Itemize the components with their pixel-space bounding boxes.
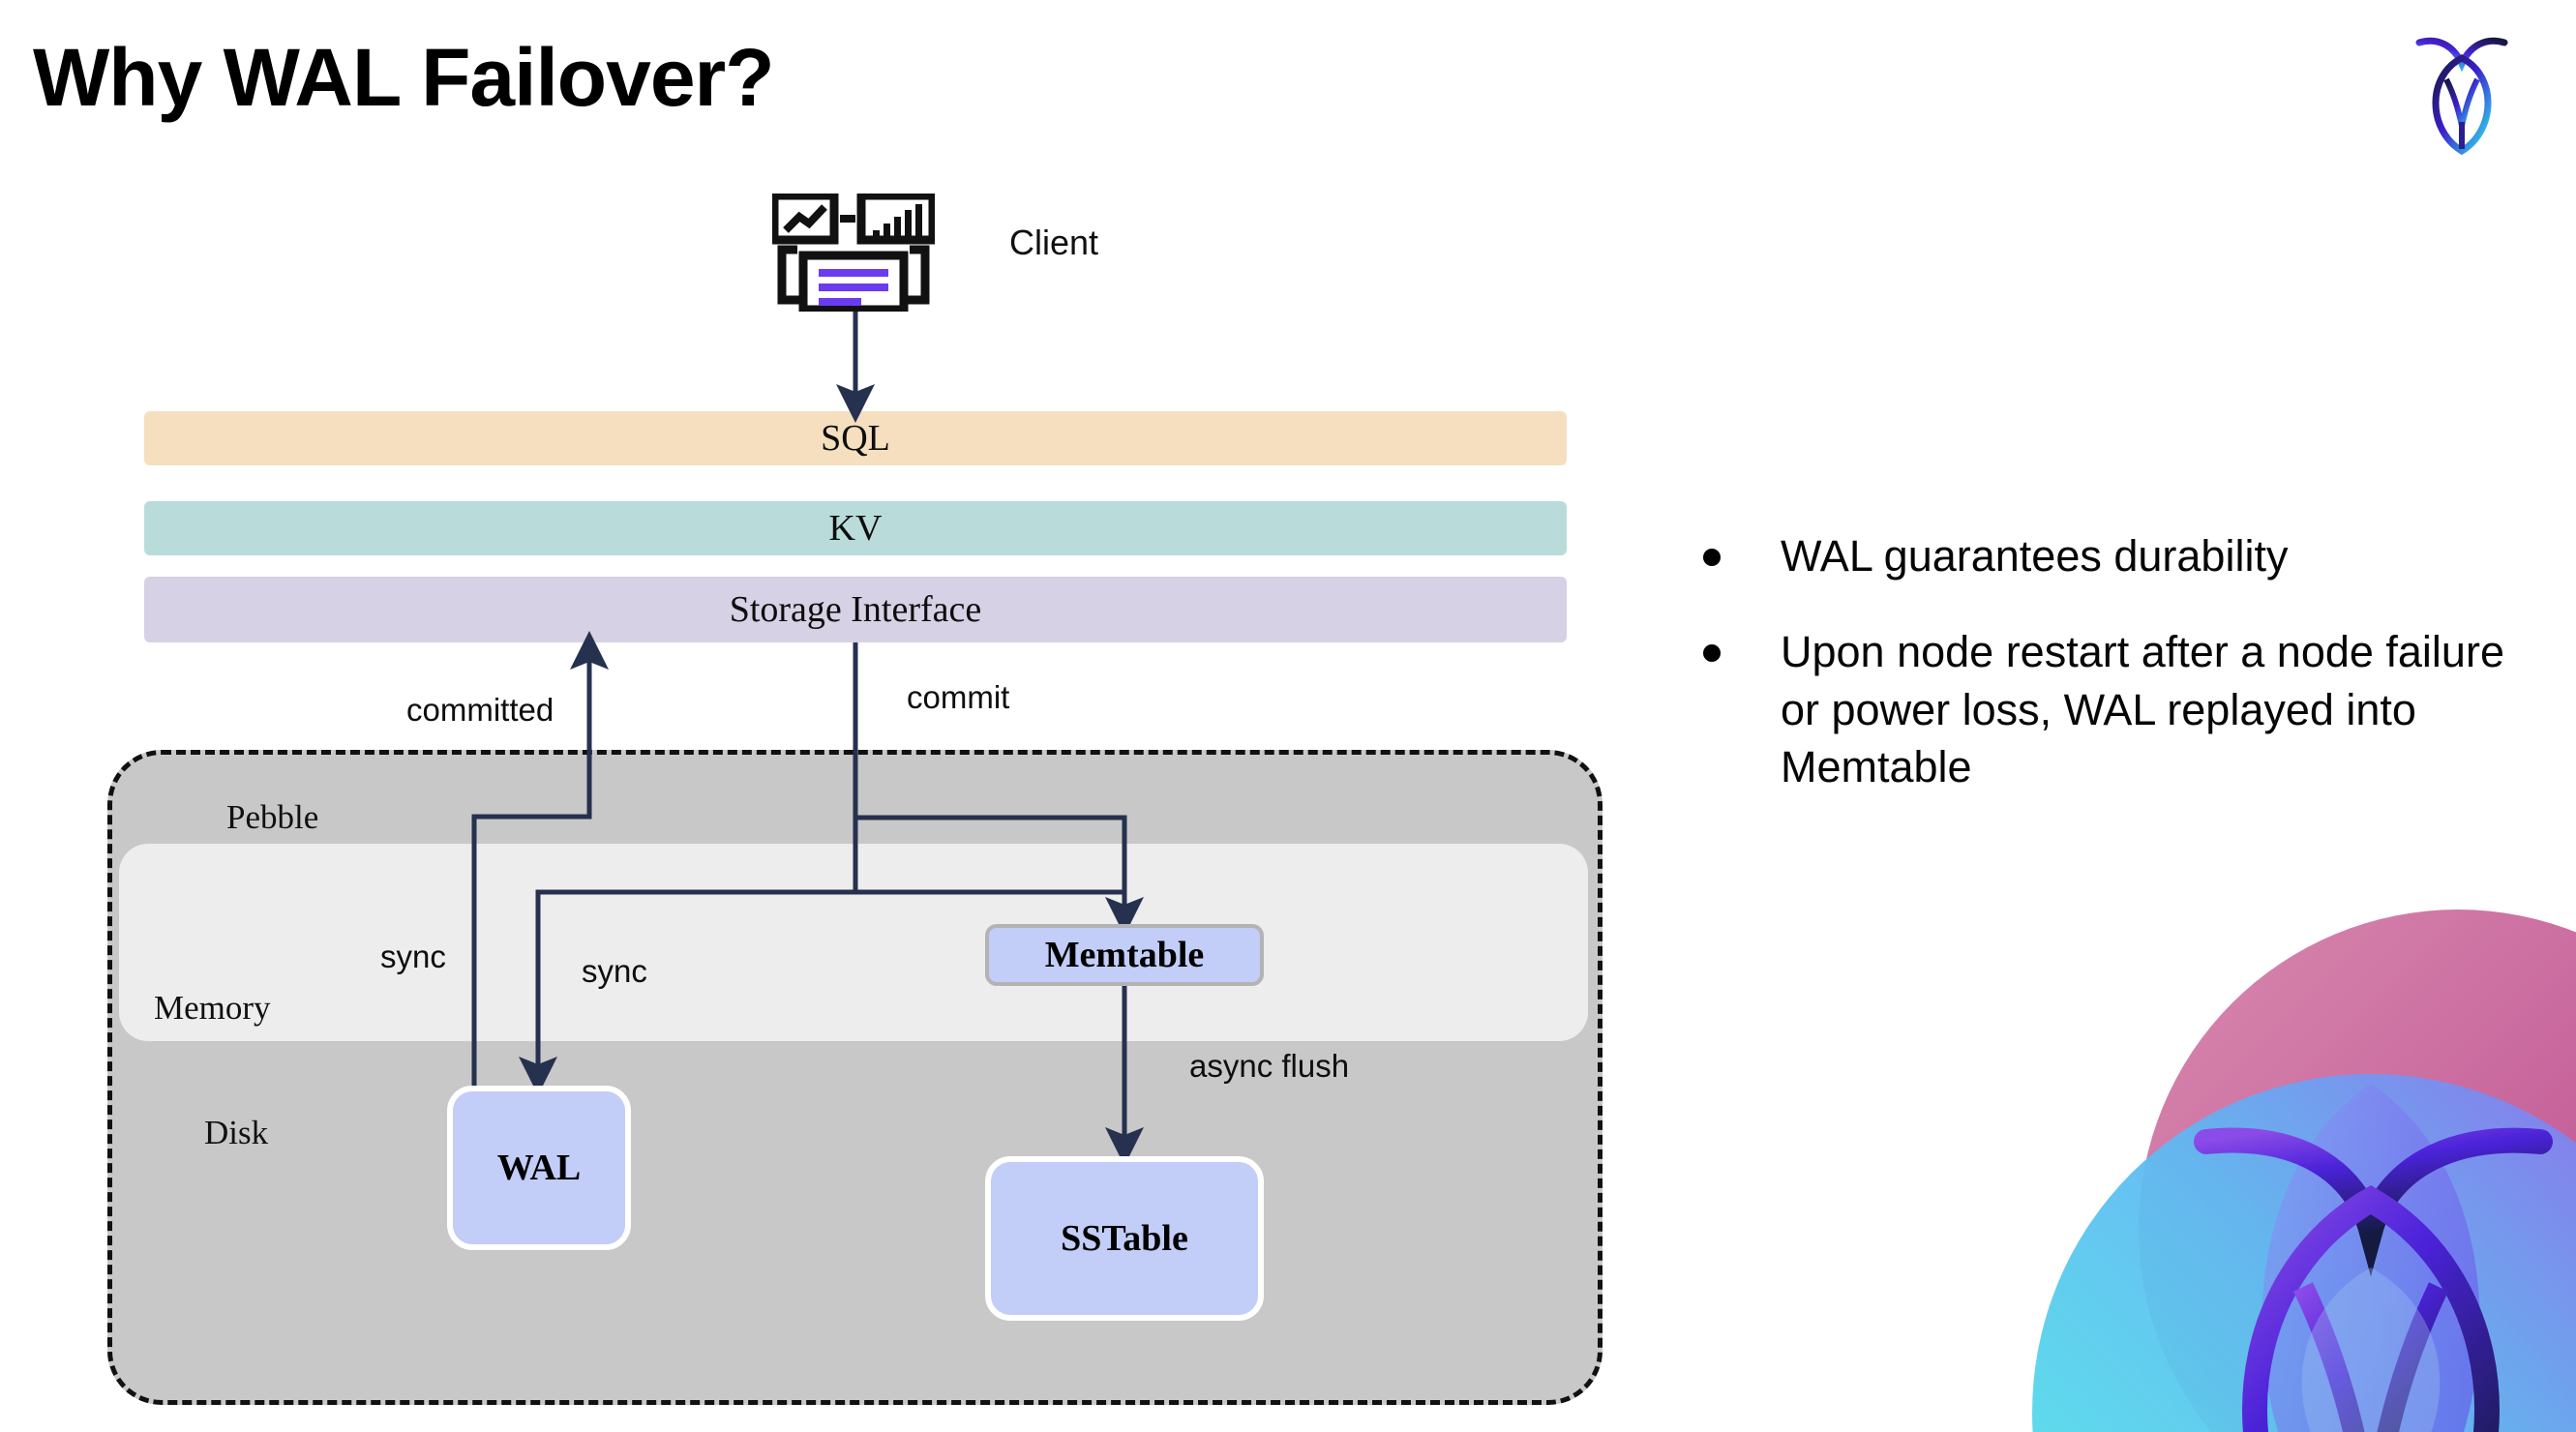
memory-label: Memory: [154, 989, 271, 1027]
cockroachdb-logo: [2404, 25, 2520, 161]
client-label: Client: [1009, 223, 1099, 262]
cockroachdb-watermark: [1916, 910, 2576, 1432]
edge-label-sync-2: sync: [582, 953, 647, 989]
layer-label-storage-interface: Storage Interface: [729, 589, 982, 630]
edge-label-commit: commit: [907, 679, 1010, 715]
node-label-sstable: SSTable: [1061, 1218, 1188, 1259]
disk-label: Disk: [204, 1114, 269, 1151]
client-dashboard-icon: [769, 191, 938, 314]
bullet-list: WAL guarantees durability Upon node rest…: [1703, 527, 2555, 835]
node-label-memtable: Memtable: [1044, 935, 1205, 975]
memory-region: [119, 844, 1588, 1041]
edge-label-committed: committed: [406, 692, 554, 728]
page-title: Why WAL Failover?: [33, 32, 775, 123]
layer-bar-kv: KV: [144, 501, 1567, 555]
bullet-text: WAL guarantees durability: [1781, 531, 2289, 581]
node-label-wal: WAL: [496, 1148, 582, 1188]
layer-bar-storage-interface: Storage Interface: [144, 577, 1567, 642]
node-sstable: SSTable: [985, 1156, 1264, 1321]
list-item: WAL guarantees durability: [1703, 527, 2555, 584]
node-wal: WAL: [447, 1086, 631, 1250]
list-item: Upon node restart after a node failure o…: [1703, 623, 2555, 795]
layer-bar-sql: SQL: [144, 411, 1567, 465]
edge-label-sync-1: sync: [380, 939, 446, 974]
layer-label-sql: SQL: [821, 418, 890, 459]
bullet-text: Upon node restart after a node failure o…: [1781, 627, 2504, 792]
pebble-label: Pebble: [226, 798, 319, 836]
node-memtable: Memtable: [985, 924, 1264, 986]
edge-label-async-flush: async flush: [1189, 1048, 1350, 1084]
bullet-dot-icon: [1703, 644, 1721, 663]
bullet-dot-icon: [1703, 549, 1721, 566]
layer-label-kv: KV: [828, 508, 883, 549]
